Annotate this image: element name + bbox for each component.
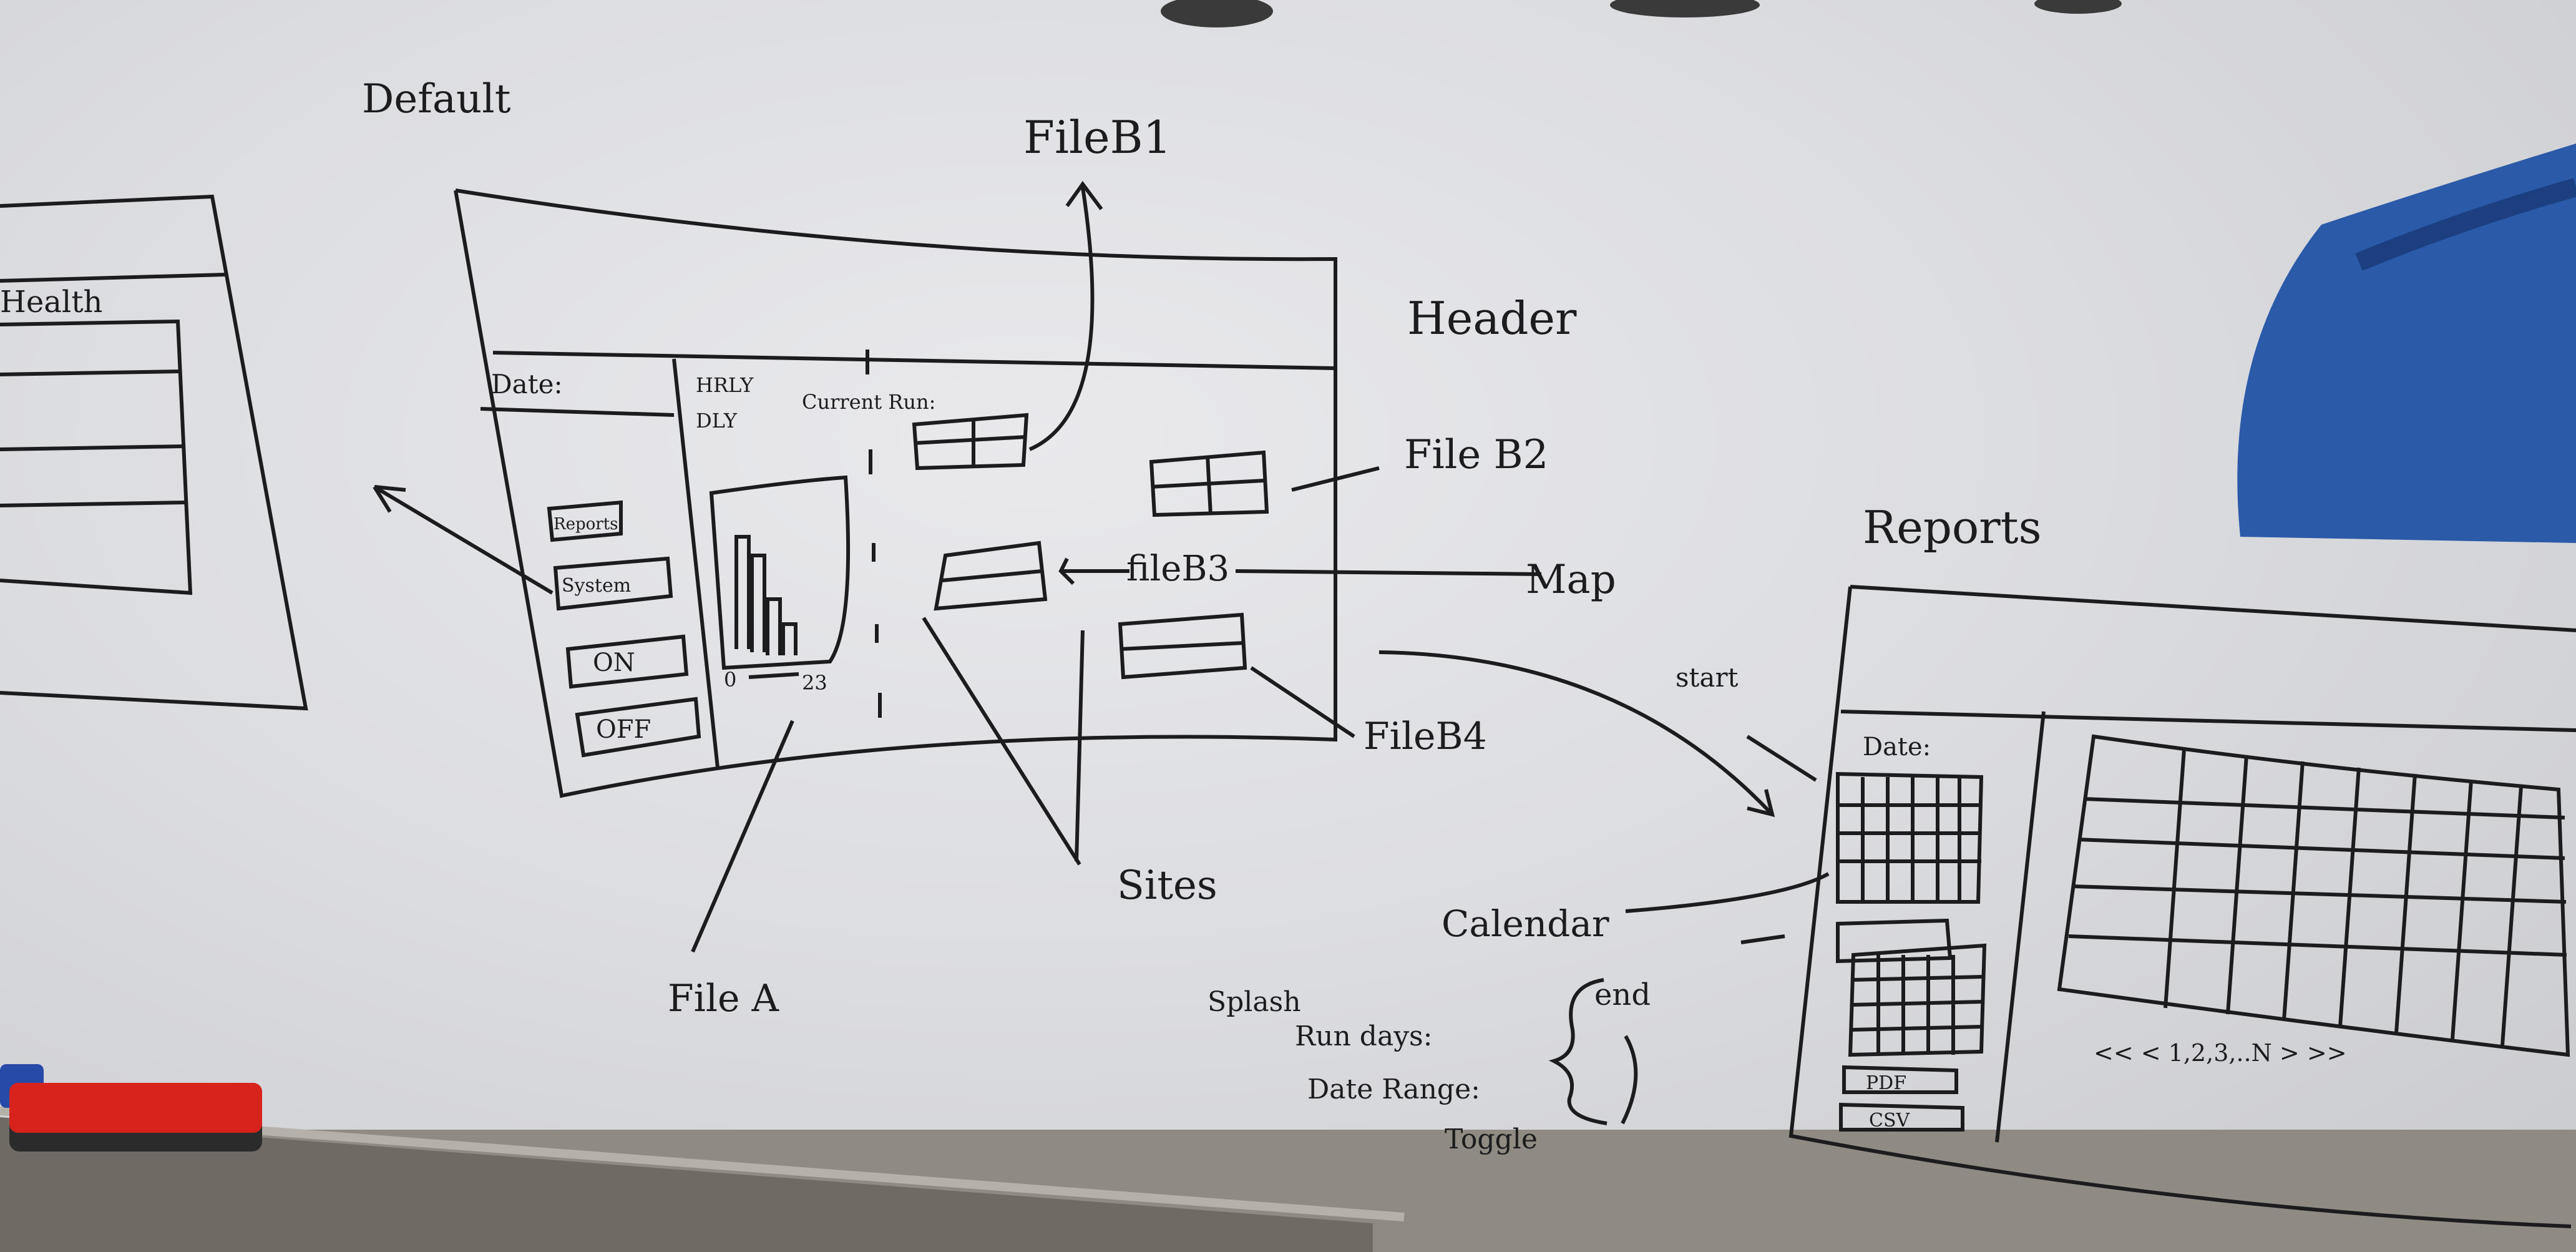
jacket-fold (2355, 178, 2576, 271)
fileb3-label: fileB3 (1126, 549, 1229, 589)
reports-button-label: Reports (554, 515, 618, 534)
dly-option: DLY (696, 409, 738, 433)
annotation-lines (373, 180, 1830, 953)
reports-label: Reports (1863, 501, 2042, 554)
sites-label: Sites (1117, 863, 1217, 909)
default-date-label: Date: (491, 369, 563, 399)
object-top-1 (1161, 0, 1273, 27)
reports-wireframe (1548, 585, 2576, 1228)
red-eraser (9, 1083, 262, 1133)
blue-jacket (2237, 144, 2576, 543)
object-top-3 (2034, 0, 2122, 14)
health-label: Health (0, 285, 102, 320)
date-range-note: Date Range: (1307, 1073, 1480, 1105)
splash-note: Splash (1208, 986, 1301, 1018)
default-wireframe (454, 188, 1337, 798)
reports-date-label: Date: (1863, 733, 1931, 761)
calendar-label: Calendar (1442, 902, 1609, 945)
fileb1-label: FileB1 (1023, 111, 1171, 164)
on-button-label: ON (593, 648, 635, 677)
health-sketch (0, 194, 308, 711)
system-button-label: System (562, 575, 631, 597)
fileb4-label: FileB4 (1364, 715, 1487, 758)
hrly-option: HRLY (696, 373, 754, 397)
filea-label: File A (668, 977, 779, 1020)
start-label: start (1676, 662, 1739, 693)
header-label: Header (1407, 292, 1577, 345)
default-label: Default (362, 76, 511, 122)
toggle-note: Toggle (1445, 1123, 1538, 1155)
current-run-label: Current Run: (802, 390, 935, 414)
fileb2-label: File B2 (1404, 432, 1548, 478)
run-days-note: Run days: (1295, 1020, 1432, 1052)
object-top-2 (1610, 0, 1760, 17)
marker-tray (0, 1117, 1373, 1252)
pager-label: << < 1,2,3,..N > >> (2094, 1039, 2347, 1067)
off-button-label: OFF (596, 715, 651, 744)
axis-end-label: 23 (802, 671, 827, 695)
axis-start-label: 0 (724, 668, 736, 692)
csv-button-label: CSV (1869, 1110, 1911, 1132)
end-note: end (1594, 977, 1651, 1012)
map-label: Map (1526, 557, 1616, 603)
pdf-button-label: PDF (1866, 1072, 1906, 1094)
